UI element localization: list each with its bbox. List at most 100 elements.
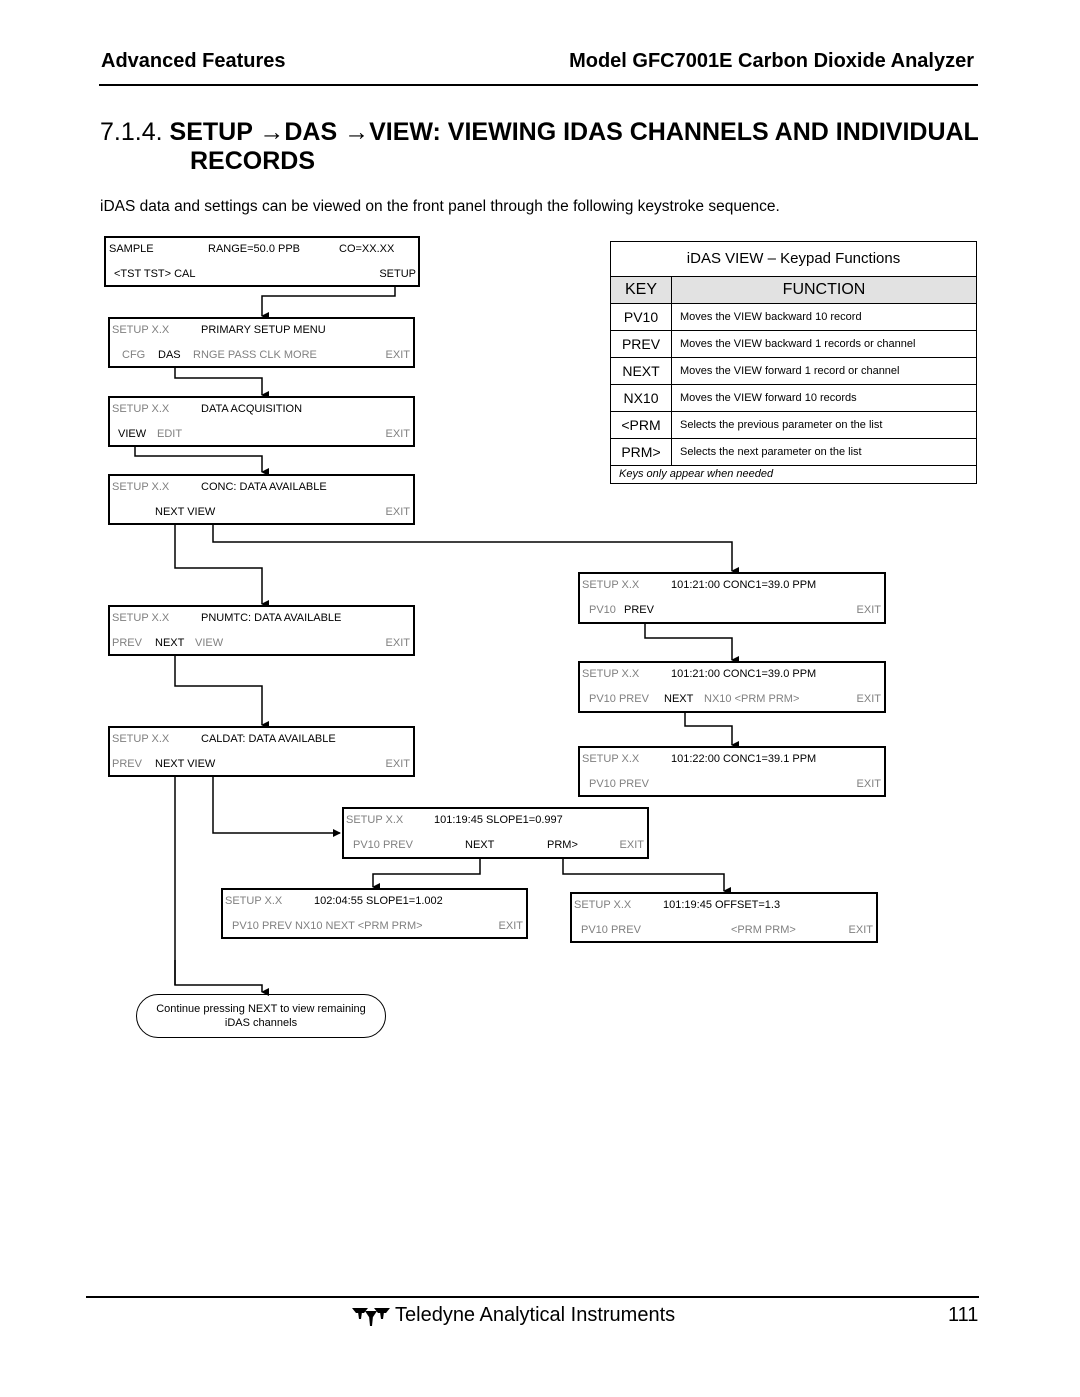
record-readout: 101:19:45 SLOPE1=0.997	[434, 814, 563, 826]
view-key[interactable]: VIEW	[118, 428, 147, 440]
setup-version-label: SETUP X.X	[112, 481, 170, 493]
pnumtc-title: PNUMTC: DATA AVAILABLE	[201, 612, 342, 624]
prev-key[interactable]: PREV	[112, 758, 142, 770]
table-row: PV10 Moves the VIEW backward 10 record	[611, 304, 976, 331]
das-key[interactable]: DAS	[158, 349, 181, 361]
exit-key[interactable]: EXIT	[619, 839, 644, 851]
table-row: <PRM Selects the previous parameter on t…	[611, 412, 976, 439]
screen-sample: SAMPLE RANGE=50.0 PPB CO=XX.XX <TST TST>…	[104, 236, 420, 287]
caldat-title: CALDAT: DATA AVAILABLE	[201, 733, 336, 745]
key-column-header: KEY	[611, 277, 672, 303]
teledyne-logo-icon	[352, 1308, 390, 1326]
screen-data-acquisition: SETUP X.X DATA ACQUISITION VIEW EDIT EXI…	[108, 396, 415, 447]
next-key[interactable]: NEXT	[465, 839, 495, 851]
record-readout: 101:22:00 CONC1=39.1 PPM	[671, 753, 817, 765]
connector-das-to-acq	[174, 360, 269, 399]
prm-keys[interactable]: <PRM PRM>	[731, 924, 796, 936]
intro-text: iDAS data and settings can be viewed on …	[100, 198, 780, 215]
view-key[interactable]: VIEW	[195, 637, 224, 649]
exit-key[interactable]: EXIT	[856, 604, 881, 616]
screen-record-3: SETUP X.X 101:22:00 CONC1=39.1 PPM PV10 …	[578, 746, 886, 797]
exit-key[interactable]: EXIT	[856, 778, 881, 790]
function-cell: Selects the next parameter on the list	[680, 446, 862, 458]
exit-key[interactable]: EXIT	[856, 693, 881, 705]
connector-view-to-conc	[134, 440, 269, 476]
connector-conc-next	[174, 518, 269, 608]
data-acquisition-title: DATA ACQUISITION	[201, 403, 303, 415]
exit-key[interactable]: EXIT	[385, 428, 410, 440]
table-row: NX10 Moves the VIEW forward 10 records	[611, 385, 976, 412]
cfg-key[interactable]: CFG	[122, 349, 146, 361]
next-view-keys[interactable]: NEXT VIEW	[155, 758, 216, 770]
setup-version-label: SETUP X.X	[582, 668, 640, 680]
key-cell: NEXT	[611, 358, 672, 384]
next-key[interactable]: NEXT	[664, 693, 694, 705]
key-cell: PV10	[611, 304, 672, 330]
next-view-keys[interactable]: NEXT VIEW	[155, 506, 216, 518]
key-cell: PREV	[611, 331, 672, 357]
connector-r2-to-r3	[684, 706, 739, 749]
section-title: 7.1.4. SETUP →DAS →VIEW: VIEWING IDAS CH…	[100, 118, 990, 176]
table-note: Keys only appear when needed	[619, 468, 774, 480]
next-key[interactable]: NEXT	[155, 637, 185, 649]
edit-key[interactable]: EDIT	[157, 428, 183, 440]
continue-note-bubble: Continue pressing NEXT to view remaining…	[136, 994, 386, 1038]
prm-next-key[interactable]: PRM>	[547, 839, 578, 851]
table-row: PRM> Selects the next parameter on the l…	[611, 439, 976, 466]
screen-record-1: SETUP X.X 101:21:00 CONC1=39.0 PPM PV10 …	[578, 572, 886, 624]
connector-c1-prm	[562, 858, 731, 895]
function-cell: Moves the VIEW forward 1 record or chann…	[680, 365, 900, 377]
screen-conc-available: SETUP X.X CONC: DATA AVAILABLE NEXT VIEW…	[108, 474, 415, 525]
pv10-prev-keys[interactable]: PV10 PREV	[589, 693, 649, 705]
pv10-key[interactable]: PV10	[589, 604, 616, 616]
key-cell: PRM>	[611, 439, 672, 465]
connector-caldat-view	[212, 771, 341, 837]
exit-key[interactable]: EXIT	[848, 924, 873, 936]
header-model-name: Model GFC7001E Carbon Dioxide Analyzer	[569, 50, 974, 72]
rnge-pass-clk-more-keys[interactable]: RNGE PASS CLK MORE	[193, 349, 317, 361]
screen-caldat-record-1: SETUP X.X 101:19:45 SLOPE1=0.997 PV10 PR…	[342, 807, 649, 859]
pv10-prev-keys[interactable]: PV10 PREV	[353, 839, 413, 851]
header-section-name: Advanced Features	[101, 50, 286, 72]
setup-version-label: SETUP X.X	[582, 579, 640, 591]
table-title: iDAS VIEW – Keypad Functions	[611, 242, 976, 277]
footer-rule	[86, 1296, 979, 1298]
connector-setup-to-primary	[261, 286, 396, 320]
function-cell: Moves the VIEW backward 1 records or cha…	[680, 338, 916, 350]
screen-pnumtc-available: SETUP X.X PNUMTC: DATA AVAILABLE PREV NE…	[108, 605, 415, 656]
exit-key[interactable]: EXIT	[385, 758, 410, 770]
prev-key[interactable]: PREV	[112, 637, 142, 649]
record-nav-keys[interactable]: PV10 PREV NX10 NEXT <PRM PRM>	[232, 920, 423, 932]
screen-primary-setup: SETUP X.X PRIMARY SETUP MENU CFG DAS RNG…	[108, 317, 415, 368]
header-rule	[99, 84, 978, 86]
function-cell: Moves the VIEW forward 10 records	[680, 392, 857, 404]
pv10-prev-keys[interactable]: PV10 PREV	[589, 778, 649, 790]
range-readout: RANGE=50.0 PPB	[208, 243, 301, 255]
exit-key[interactable]: EXIT	[385, 349, 410, 361]
connector-conc-view	[212, 518, 739, 575]
section-number: 7.1.4.	[100, 118, 163, 146]
page-number: 111	[948, 1304, 979, 1326]
section-title-line1: SETUP →DAS →VIEW: VIEWING IDAS CHANNELS …	[169, 118, 979, 146]
function-column-header: FUNCTION	[782, 281, 866, 298]
setup-version-label: SETUP X.X	[112, 612, 170, 624]
setup-key[interactable]: SETUP	[379, 268, 416, 280]
tst-keys[interactable]: <TST TST> CAL	[114, 268, 196, 280]
record-readout: 101:21:00 CONC1=39.0 PPM	[671, 579, 817, 591]
table-row: PREV Moves the VIEW backward 1 records o…	[611, 331, 976, 358]
footer-brand: Teledyne Analytical Instruments	[395, 1304, 676, 1326]
continue-note-line2: iDAS channels	[224, 1017, 298, 1029]
connector-r1-to-r2	[644, 617, 739, 664]
section-title-line2: RECORDS	[190, 147, 316, 175]
primary-setup-title: PRIMARY SETUP MENU	[201, 324, 326, 336]
setup-version-label: SETUP X.X	[225, 895, 283, 907]
exit-key[interactable]: EXIT	[385, 506, 410, 518]
prev-key[interactable]: PREV	[624, 604, 654, 616]
record-readout: 101:19:45 OFFSET=1.3	[663, 899, 781, 911]
continue-note-line1: Continue pressing NEXT to view remaining	[156, 1003, 366, 1015]
exit-key[interactable]: EXIT	[498, 920, 523, 932]
nx10-prm-keys[interactable]: NX10 <PRM PRM>	[704, 693, 800, 705]
exit-key[interactable]: EXIT	[385, 637, 410, 649]
pv10-prev-keys[interactable]: PV10 PREV	[581, 924, 641, 936]
connector-caldat-next	[174, 771, 269, 996]
